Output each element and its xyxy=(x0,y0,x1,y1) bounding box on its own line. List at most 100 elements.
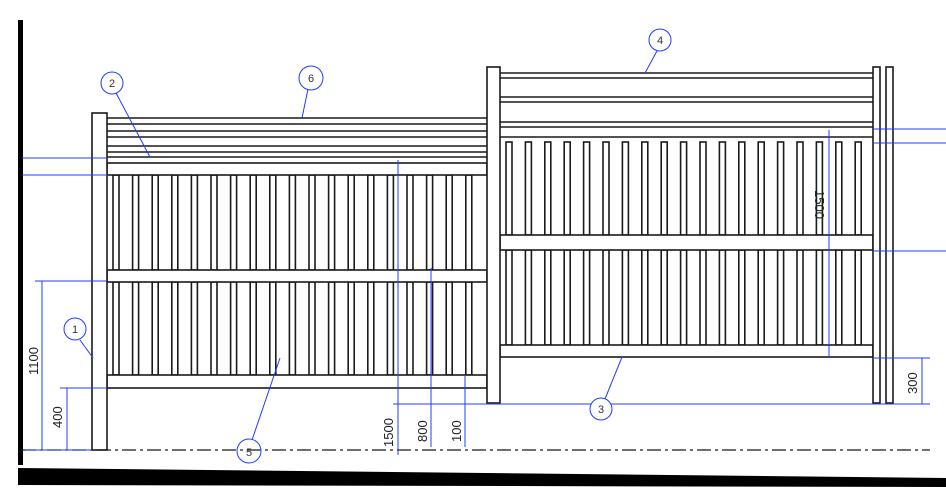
picket xyxy=(660,141,669,236)
dim-1500-right: 1500 xyxy=(812,190,827,219)
picket xyxy=(171,174,179,271)
svg-text:5: 5 xyxy=(246,447,252,459)
end-post xyxy=(872,66,881,404)
picket xyxy=(815,249,824,346)
middle-rail xyxy=(106,269,488,283)
picket xyxy=(229,281,238,376)
picket xyxy=(249,174,257,271)
picket xyxy=(621,249,630,346)
picket xyxy=(406,174,414,271)
picket xyxy=(445,281,454,376)
callout-1: 1 xyxy=(63,317,94,359)
callout-2: 2 xyxy=(100,71,151,158)
picket xyxy=(464,174,473,271)
picket xyxy=(524,249,533,346)
svg-text:1: 1 xyxy=(72,324,78,336)
picket xyxy=(112,174,120,271)
picket xyxy=(834,249,843,346)
picket xyxy=(406,281,414,376)
picket xyxy=(249,281,257,376)
picket xyxy=(776,141,785,236)
picket xyxy=(366,281,375,376)
picket xyxy=(834,141,843,236)
picket xyxy=(796,249,804,346)
picket xyxy=(524,141,533,236)
picket xyxy=(679,141,688,236)
picket xyxy=(347,281,356,376)
picket xyxy=(543,249,552,346)
picket xyxy=(190,174,199,271)
picket xyxy=(737,249,746,346)
picket xyxy=(347,174,356,271)
picket xyxy=(699,141,707,236)
middle-rail xyxy=(499,234,874,251)
picket xyxy=(563,141,572,236)
picket xyxy=(190,281,199,376)
picket xyxy=(854,141,863,236)
picket xyxy=(210,174,218,271)
middle-post xyxy=(486,66,501,404)
picket xyxy=(131,174,140,271)
picket xyxy=(268,281,277,376)
picket xyxy=(425,174,434,271)
dim-300: 300 xyxy=(905,372,920,394)
picket xyxy=(757,141,766,236)
picket xyxy=(505,249,513,346)
picket xyxy=(288,281,297,376)
frame-left-edge xyxy=(18,20,23,465)
dim-400: 400 xyxy=(50,406,65,428)
picket xyxy=(288,174,297,271)
picket xyxy=(112,281,120,376)
svg-text:2: 2 xyxy=(109,78,115,90)
picket xyxy=(582,141,591,236)
picket xyxy=(854,249,863,346)
picket xyxy=(543,141,552,236)
callout-3: 3 xyxy=(589,356,623,421)
picket xyxy=(425,281,434,376)
picket xyxy=(660,249,669,346)
picket xyxy=(131,281,140,376)
picket xyxy=(464,281,473,376)
picket xyxy=(757,249,766,346)
callout-4: 4 xyxy=(644,28,672,74)
dim-100: 100 xyxy=(449,420,464,442)
dim-1500-left: 1500 xyxy=(381,418,396,447)
picket xyxy=(210,281,218,376)
picket xyxy=(796,141,804,236)
picket xyxy=(445,174,454,271)
svg-text:3: 3 xyxy=(598,404,604,416)
svg-text:4: 4 xyxy=(657,35,663,47)
picket xyxy=(327,281,336,376)
callout-5: 5 xyxy=(236,357,281,464)
picket xyxy=(602,141,610,236)
picket xyxy=(229,174,238,271)
picket xyxy=(386,174,395,271)
svg-text:6: 6 xyxy=(308,73,314,85)
picket xyxy=(308,281,316,376)
picket xyxy=(327,174,336,271)
bottom-rail xyxy=(106,374,488,389)
picket xyxy=(718,249,727,346)
top-rail xyxy=(106,162,488,176)
picket xyxy=(366,174,375,271)
picket xyxy=(582,249,591,346)
callout-6: 6 xyxy=(298,65,324,119)
picket xyxy=(308,174,316,271)
picket xyxy=(640,249,649,346)
picket xyxy=(679,249,688,346)
picket xyxy=(563,249,572,346)
picket xyxy=(815,141,824,236)
picket xyxy=(602,249,610,346)
picket xyxy=(268,174,277,271)
picket xyxy=(699,249,707,346)
dimension-lines xyxy=(22,128,946,455)
picket xyxy=(151,174,159,271)
end-post xyxy=(885,66,894,404)
picket xyxy=(640,141,649,236)
frame-bottom-edge xyxy=(18,468,946,487)
picket xyxy=(718,141,727,236)
picket xyxy=(737,141,746,236)
fence-structure xyxy=(22,66,930,451)
picket xyxy=(171,281,179,376)
